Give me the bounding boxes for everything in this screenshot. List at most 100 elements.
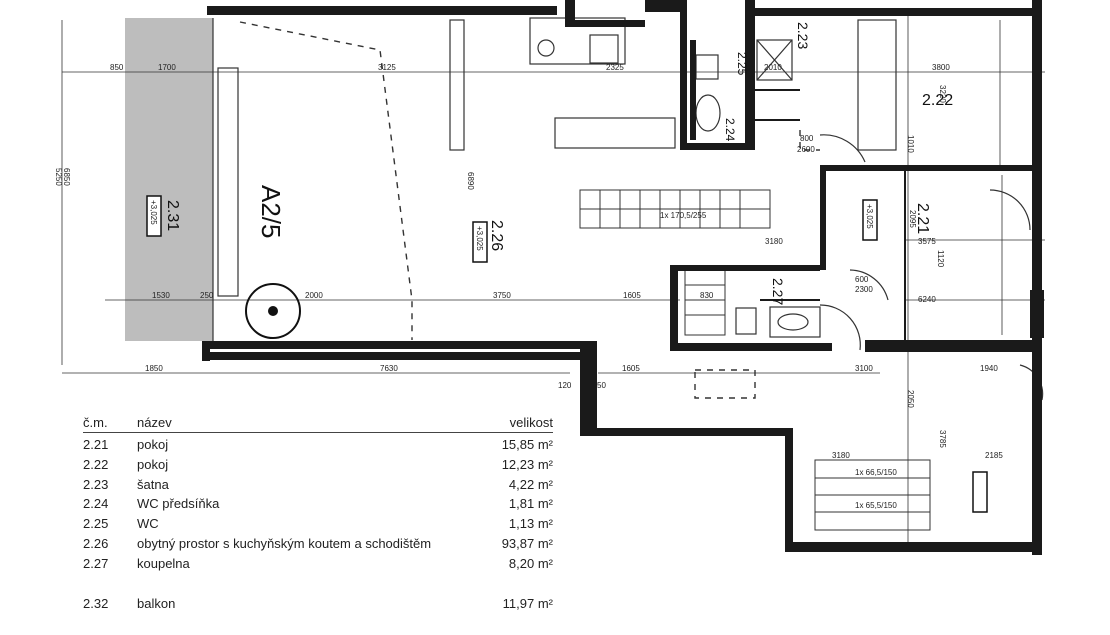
legend-name: pokoj — [137, 437, 169, 452]
legend-name: šatna — [137, 476, 169, 492]
dim-3180b: 3180 — [832, 451, 850, 460]
dim-6890: 6890 — [466, 172, 475, 190]
legend-area: 93,87 m² — [501, 535, 553, 551]
dim-2010: 2010 — [764, 63, 782, 72]
room-label-2.25: 2.25 — [735, 52, 749, 76]
staircase-lower — [684, 269, 931, 531]
dim-1850: 1850 — [145, 364, 163, 373]
legend-name: WC — [137, 516, 159, 532]
dim-3125: 3125 — [378, 63, 396, 72]
dim-6240: 3575 — [918, 237, 936, 246]
level-tag-2.21: +3,025 — [865, 204, 874, 229]
dimension-lines — [61, 10, 1045, 545]
legend-area: 11,97 m² — [502, 595, 553, 611]
level-tag-2.26: +3,025 — [475, 226, 484, 251]
dashed-lines — [239, 21, 820, 399]
legend-num: 2.25 — [83, 516, 109, 532]
dim-6240b: 6240 — [918, 295, 936, 304]
round-table — [245, 283, 301, 339]
stair-spec-2: 1x 65,5/150 — [855, 501, 897, 510]
room-label-2.26: 2.26 — [488, 220, 505, 251]
dim-1940: 1940 — [980, 364, 998, 373]
dim-5250: 5250 — [54, 168, 63, 186]
dim-2050: 2050 — [906, 390, 915, 408]
legend-row: 2.22 pokoj 12,23 m² — [83, 455, 553, 475]
dim-2095: 2095 — [908, 210, 917, 228]
dim-3220: 3220 — [938, 85, 947, 103]
dim-1530: 1530 — [152, 291, 170, 300]
dim-1010: 1010 — [906, 135, 915, 153]
unit-label: A2/5 — [256, 185, 286, 239]
room-label-2.21: 2.21 — [914, 203, 931, 234]
legend-row: 2.25 WC 1,13 m² — [83, 514, 553, 534]
legend-row: 2.21 pokoj 15,85 m² — [83, 435, 553, 455]
level-tags — [146, 195, 988, 513]
room-label-2.22: 2.22 — [922, 92, 953, 109]
dim-600: 600 — [855, 275, 869, 284]
legend-spacer — [83, 574, 553, 594]
dim-3100: 3100 — [855, 364, 873, 373]
legend-row: 2.24 WC předsíňka 1,81 m² — [83, 494, 553, 514]
legend-row: 2.23 šatna 4,22 m² — [83, 475, 553, 495]
dim-3575: 1120 — [936, 250, 945, 268]
legend-num: 2.24 — [83, 496, 109, 512]
dim-50: 50 — [597, 381, 606, 390]
room-legend: č.m. název velikost 2.21 pokoj 15,85 m² … — [83, 414, 553, 613]
legend-area: 15,85 m² — [501, 437, 553, 452]
legend-area: 4,22 m² — [508, 476, 553, 492]
dim-250: 250 — [200, 291, 214, 300]
dim-6850: 6850 — [62, 168, 71, 186]
legend-row: 2.27 koupelna 8,20 m² — [83, 554, 553, 574]
legend-header-area: velikost — [509, 415, 553, 430]
dim-830: 830 — [700, 291, 714, 300]
legend-name: balkon — [137, 595, 176, 611]
staircase-main — [579, 189, 771, 229]
room-label-2.31: 2.31 — [164, 200, 181, 231]
room-label-2.24: 2.24 — [723, 118, 737, 142]
dim-2300: 2300 — [855, 285, 873, 294]
round-table-center — [268, 306, 278, 316]
dim-2185: 2185 — [985, 451, 1003, 460]
exterior-walls — [202, 0, 1044, 555]
legend-name: WC předsíňka — [137, 496, 220, 512]
legend-num: 2.22 — [83, 456, 109, 472]
dim-800: 800 — [800, 134, 814, 143]
legend-header: č.m. název velikost — [83, 414, 553, 433]
dim-1700: 1700 — [158, 63, 176, 72]
legend-header-name: název — [137, 415, 172, 430]
legend-num: 2.23 — [83, 476, 109, 492]
legend-header-num: č.m. — [83, 415, 108, 430]
dim-2000: 2000 — [305, 291, 323, 300]
legend-name: koupelna — [137, 555, 190, 571]
legend-num: 2.21 — [83, 437, 109, 452]
legend-num: 2.26 — [83, 535, 109, 551]
dim-120: 120 — [558, 381, 572, 390]
legend-row: 2.26 obytný prostor s kuchyňským koutem … — [83, 534, 553, 554]
level-tag-2.31: +3,025 — [149, 200, 158, 225]
legend-area: 1,13 m² — [508, 516, 553, 532]
stair-spec-upper: 1x 170,5/255 — [660, 211, 707, 220]
legend-num: 2.27 — [83, 555, 109, 571]
partition-walls — [755, 89, 906, 340]
dim-2600: 2600 — [797, 145, 815, 154]
room-label-2.23: 2.23 — [795, 22, 811, 49]
legend-area: 8,20 m² — [508, 555, 553, 571]
dim-3800: 3800 — [932, 63, 950, 72]
room-label-2.27: 2.27 — [770, 278, 786, 305]
legend-area: 12,23 m² — [501, 456, 553, 472]
legend-area: 1,81 m² — [508, 496, 553, 512]
dim-3180: 3180 — [765, 237, 783, 246]
dim-3750: 3750 — [493, 291, 511, 300]
legend-num: 2.32 — [83, 595, 109, 611]
dim-850: 850 — [110, 63, 124, 72]
dim-2325: 2325 — [606, 63, 624, 72]
dim-1605b: 1605 — [622, 364, 640, 373]
dim-1605: 1605 — [623, 291, 641, 300]
legend-name: obytný prostor s kuchyňským koutem a sch… — [137, 535, 432, 551]
stair-spec-1: 1x 66,5/150 — [855, 468, 897, 477]
dim-7630: 7630 — [380, 364, 398, 373]
dim-3785: 3785 — [938, 430, 947, 448]
legend-row: 2.32 balkon 11,97 m² — [83, 594, 553, 614]
legend-name: pokoj — [137, 456, 169, 472]
